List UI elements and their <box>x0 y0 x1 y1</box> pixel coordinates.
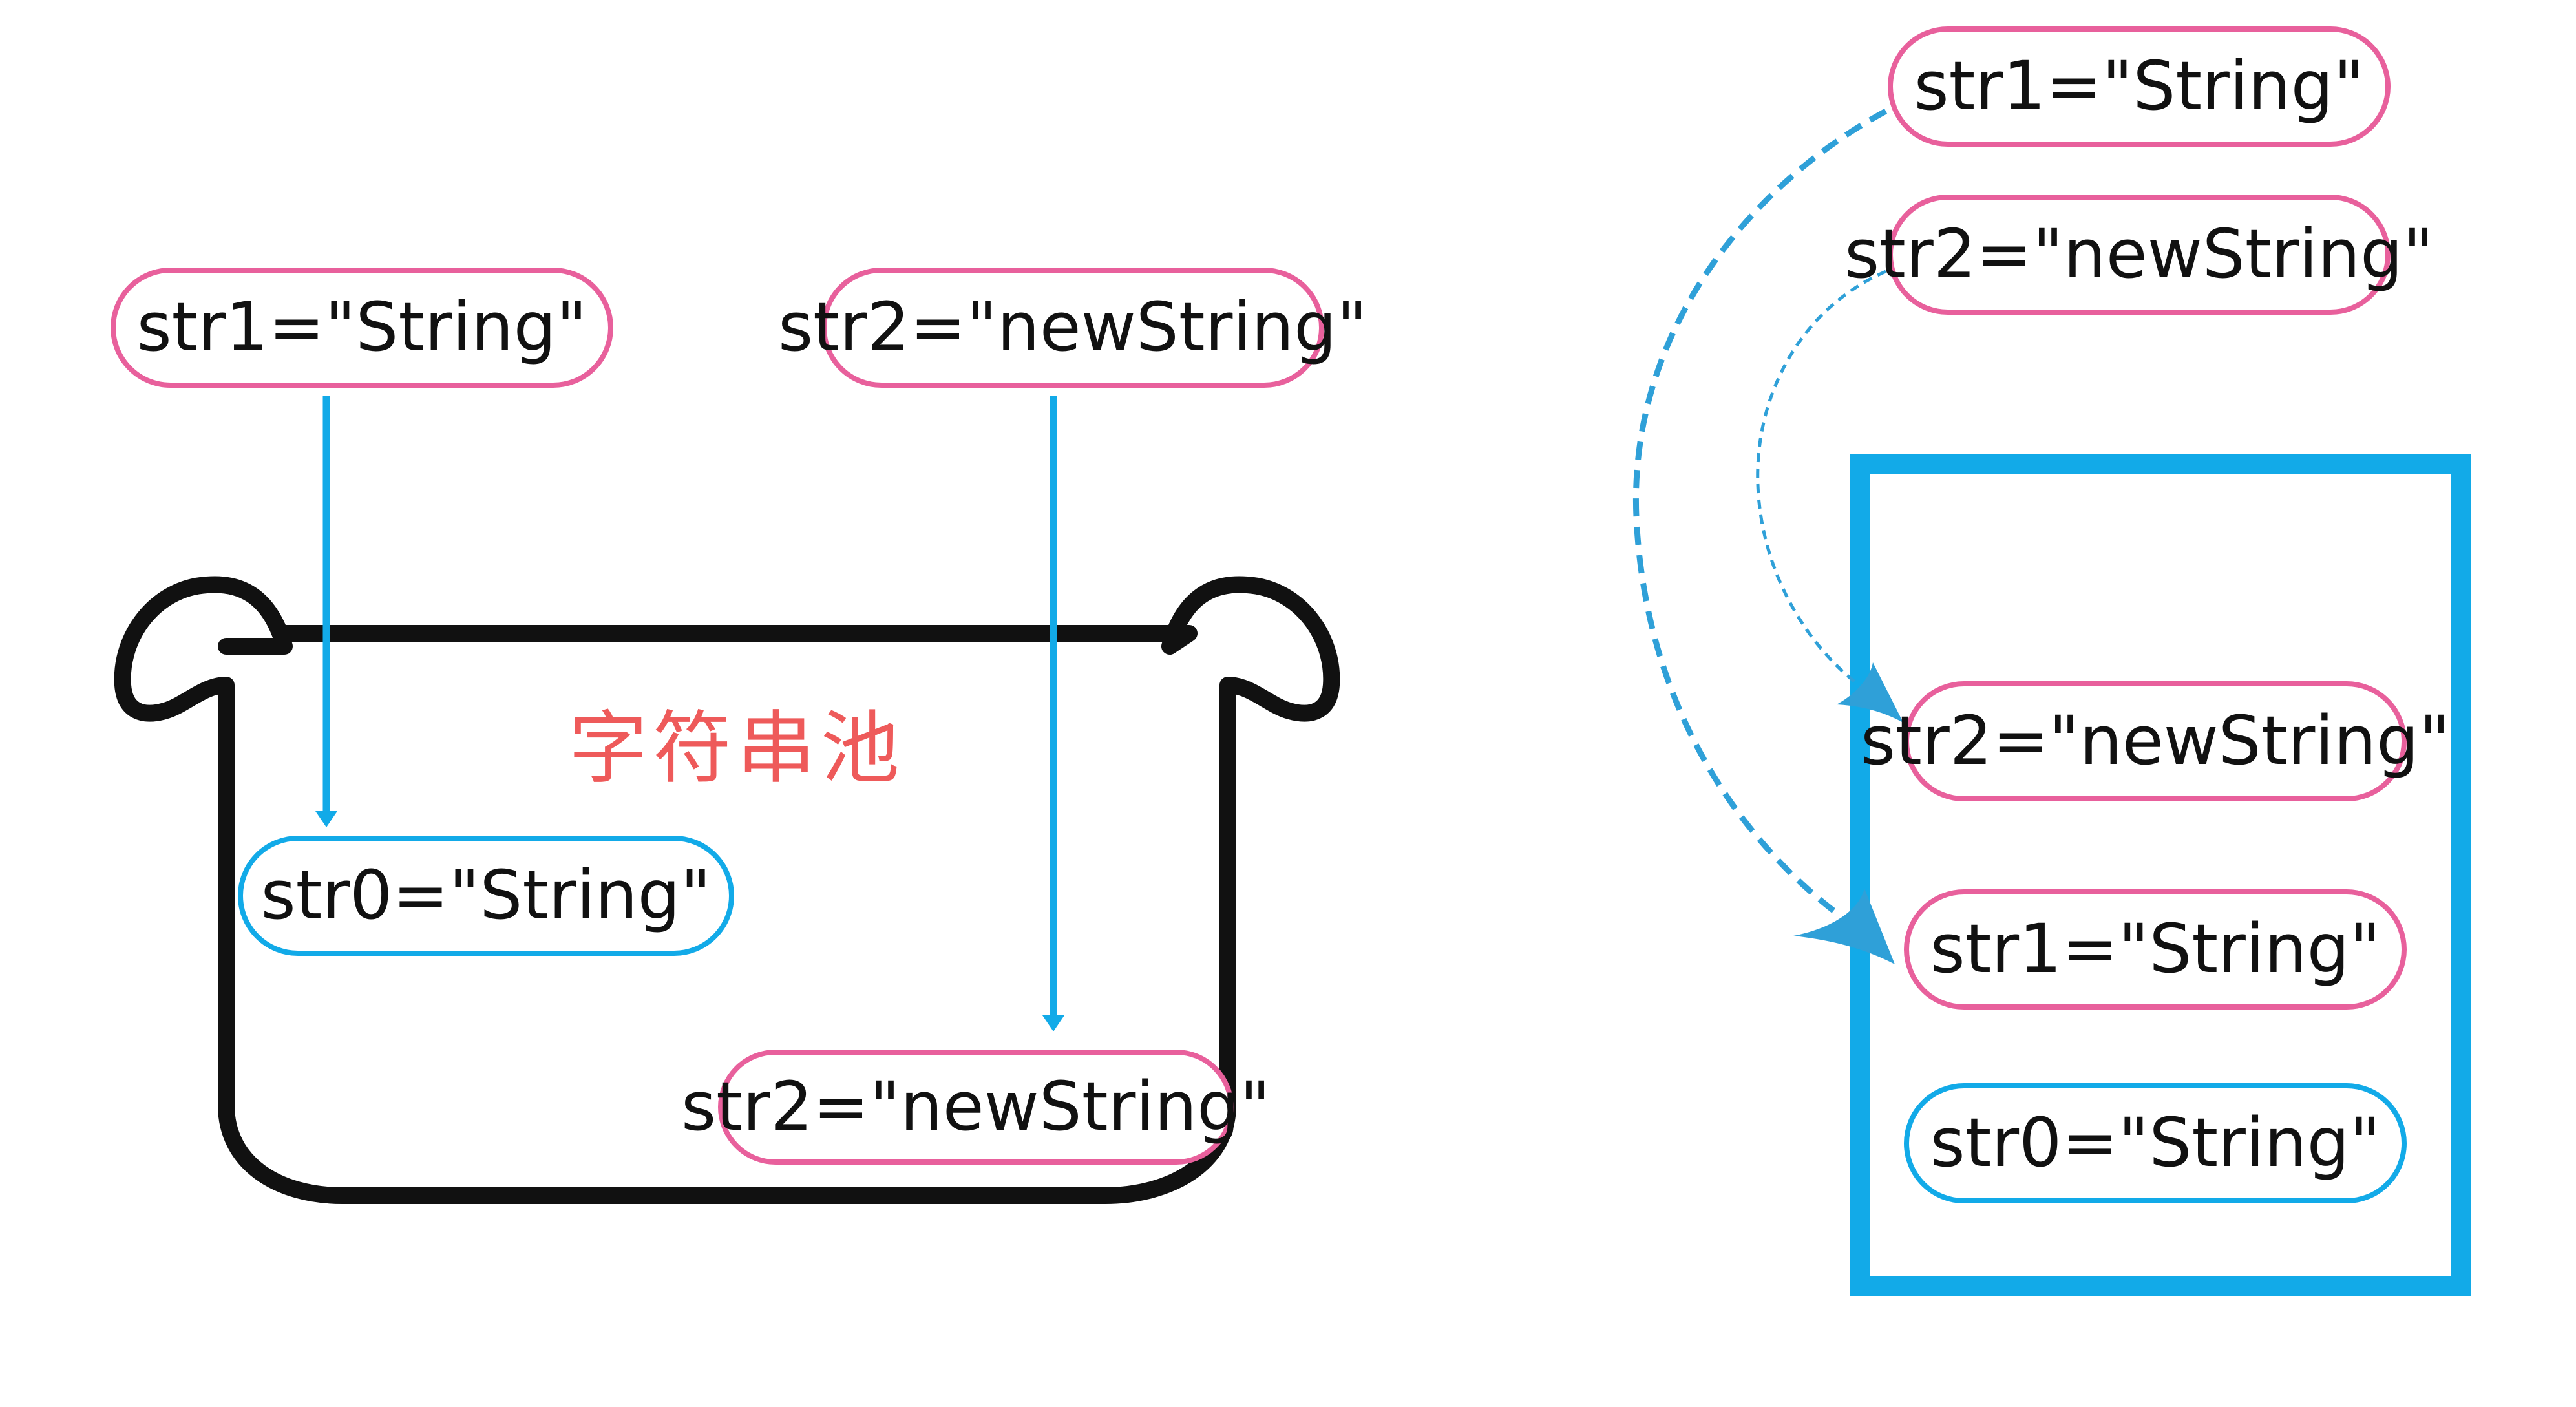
pool-label: 字符串池 <box>569 703 905 794</box>
pool-item-str0: str0="String" <box>238 836 734 956</box>
heap-box <box>1850 454 2471 1296</box>
dashed-arrow-str2 <box>1756 270 1886 683</box>
left-str1-ref-text: str1="String" <box>136 288 587 366</box>
arrow-str2-head <box>1042 1015 1064 1031</box>
pool-item-str2: str2="newString" <box>681 1050 1271 1165</box>
heap-item-str1: str1="String" <box>1904 889 2407 1010</box>
left-str2-ref-text: str2="newString" <box>778 288 1367 366</box>
pool-item-str2-text: str2="newString" <box>681 1067 1271 1146</box>
dashed-arrow-str1 <box>1632 109 1888 917</box>
dashed-arrow-str2-head <box>1837 662 1903 723</box>
heap-item-str2: str2="newString" <box>1861 681 2450 801</box>
right-str1-ref: str1="String" <box>1888 26 2391 147</box>
dashed-arrow-str1-head <box>1793 889 1895 964</box>
left-str2-ref: str2="newString" <box>778 268 1367 388</box>
heap-item-str2-text: str2="newString" <box>1861 701 2450 780</box>
left-str1-ref: str1="String" <box>111 268 613 388</box>
pot-shape <box>114 576 1340 1204</box>
heap-item-str0-text: str0="String" <box>1930 1103 2380 1182</box>
pool-item-str0-text: str0="String" <box>260 856 711 935</box>
right-str1-ref-text: str1="String" <box>1914 47 2364 125</box>
right-str2-ref: str2="newString" <box>1844 195 2434 315</box>
arrow-str1-head <box>315 811 337 827</box>
right-str2-ref-text: str2="newString" <box>1844 215 2434 293</box>
heap-item-str1-text: str1="String" <box>1930 909 2380 988</box>
heap-item-str0: str0="String" <box>1904 1083 2407 1203</box>
